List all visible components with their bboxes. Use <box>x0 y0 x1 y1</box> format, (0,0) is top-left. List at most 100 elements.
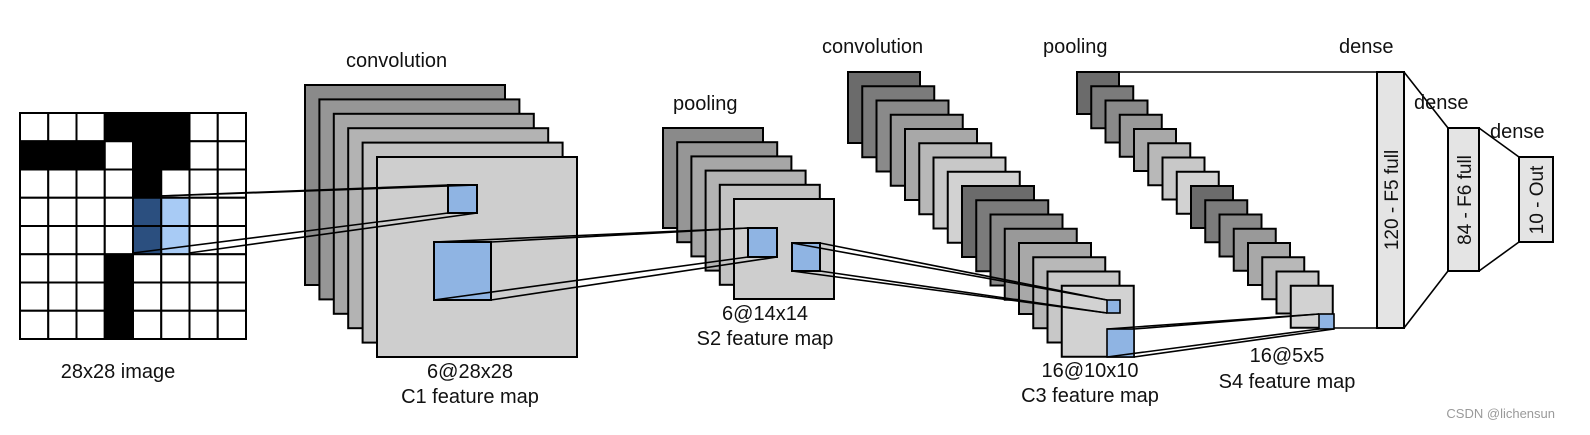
dense-layers <box>1119 71 1554 329</box>
grid-cell <box>47 196 78 227</box>
connection-line <box>132 212 449 254</box>
grid-cell <box>75 196 106 227</box>
grid-cell <box>19 309 50 340</box>
grid-cell <box>75 253 106 284</box>
grid-cell <box>19 281 50 312</box>
c1-feature-maps <box>304 84 578 358</box>
grid-cell <box>160 140 191 171</box>
f5-box <box>1376 71 1405 329</box>
s2-name-label: S2 feature map <box>697 328 834 350</box>
grid-cell <box>216 309 247 340</box>
grid-cell <box>47 309 78 340</box>
c1-size-label: 6@28x28 <box>427 361 513 383</box>
grid-cell <box>132 309 163 340</box>
grid-cell <box>216 196 247 227</box>
connection-line <box>791 242 1108 301</box>
grid-cell <box>188 140 219 171</box>
c3-pool-patch <box>1106 328 1135 358</box>
f6-box-label: 84 - F6 full <box>1455 155 1476 245</box>
grid-cell <box>103 281 134 312</box>
grid-cell <box>103 309 134 340</box>
f5-f6-top <box>1403 71 1449 129</box>
grid-cell <box>47 140 78 171</box>
grid-cell <box>188 112 219 143</box>
f6-op-label: dense <box>1414 92 1469 114</box>
grid-cell <box>47 253 78 284</box>
grid-cell <box>19 112 50 143</box>
s2-op-label: pooling <box>673 93 738 115</box>
grid-cell <box>216 112 247 143</box>
grid-cell <box>103 196 134 227</box>
grid-cell <box>132 168 163 199</box>
f5-f6-bottom <box>1403 270 1449 329</box>
f6-box <box>1447 127 1480 272</box>
grid-cell <box>19 196 50 227</box>
grid-cell <box>160 253 191 284</box>
f5-op-label: dense <box>1339 36 1394 58</box>
grid-cell <box>47 112 78 143</box>
grid-cell <box>103 140 134 171</box>
s4-name-label: S4 feature map <box>1219 371 1356 393</box>
s4-size-label: 16@5x5 <box>1250 345 1325 367</box>
c1-pool-patch <box>433 241 492 301</box>
grid-cell <box>160 168 191 199</box>
grid-cell <box>160 281 191 312</box>
s2-size-label: 6@14x14 <box>722 303 808 325</box>
grid-cell <box>132 112 163 143</box>
grid-cell <box>188 253 219 284</box>
connection-line <box>1133 313 1320 330</box>
s2-pooled-patch <box>747 227 778 258</box>
connection-line <box>490 227 749 243</box>
input-caption: 28x28 image <box>61 361 176 383</box>
grid-cell <box>132 253 163 284</box>
grid-cell <box>132 140 163 171</box>
f6-out-bottom <box>1478 241 1520 272</box>
c1-name-label: C1 feature map <box>401 386 539 408</box>
grid-cell <box>75 168 106 199</box>
grid-cell <box>75 112 106 143</box>
grid-cell <box>47 281 78 312</box>
c3-op-label: convolution <box>822 36 923 58</box>
connection-line <box>132 184 478 198</box>
grid-cell <box>19 253 50 284</box>
grid-cell <box>216 140 247 171</box>
input-image-grid <box>19 112 247 340</box>
s2-conv-patch <box>791 242 821 272</box>
c1-op-label: convolution <box>346 50 447 72</box>
connection-line <box>1133 328 1335 358</box>
out-box-label: 10 - Out <box>1527 165 1548 234</box>
f5-box-label: 120 - F5 full <box>1382 150 1403 250</box>
grid-cell <box>216 281 247 312</box>
c3-receptive-patch <box>1106 299 1121 314</box>
grid-cell <box>160 309 191 340</box>
s4-feature-maps <box>1076 71 1335 330</box>
c3-name-label: C3 feature map <box>1021 385 1159 407</box>
grid-cell <box>188 196 219 227</box>
s4-feature-map <box>1289 284 1334 329</box>
c1-receptive-patch <box>447 184 478 214</box>
grid-cell <box>75 225 106 256</box>
grid-cell <box>19 168 50 199</box>
grid-cell <box>188 309 219 340</box>
grid-cell <box>19 225 50 256</box>
grid-cell <box>103 112 134 143</box>
grid-cell <box>160 196 191 227</box>
connection-line <box>819 270 1108 314</box>
s4-pooled-patch <box>1318 313 1335 330</box>
grid-cell <box>47 225 78 256</box>
connection-line <box>819 242 1108 301</box>
out-box <box>1518 156 1554 243</box>
grid-cell <box>132 281 163 312</box>
s4-op-label: pooling <box>1043 36 1108 58</box>
connection-lines <box>132 184 1335 358</box>
watermark: CSDN @lichensun <box>1446 406 1555 421</box>
connection-line <box>188 212 478 254</box>
out-op-label: dense <box>1490 121 1545 143</box>
grid-cell <box>75 281 106 312</box>
grid-cell <box>160 225 191 256</box>
connection-line <box>490 256 778 301</box>
grid-cell <box>103 168 134 199</box>
grid-cell <box>188 281 219 312</box>
grid-cell <box>160 112 191 143</box>
